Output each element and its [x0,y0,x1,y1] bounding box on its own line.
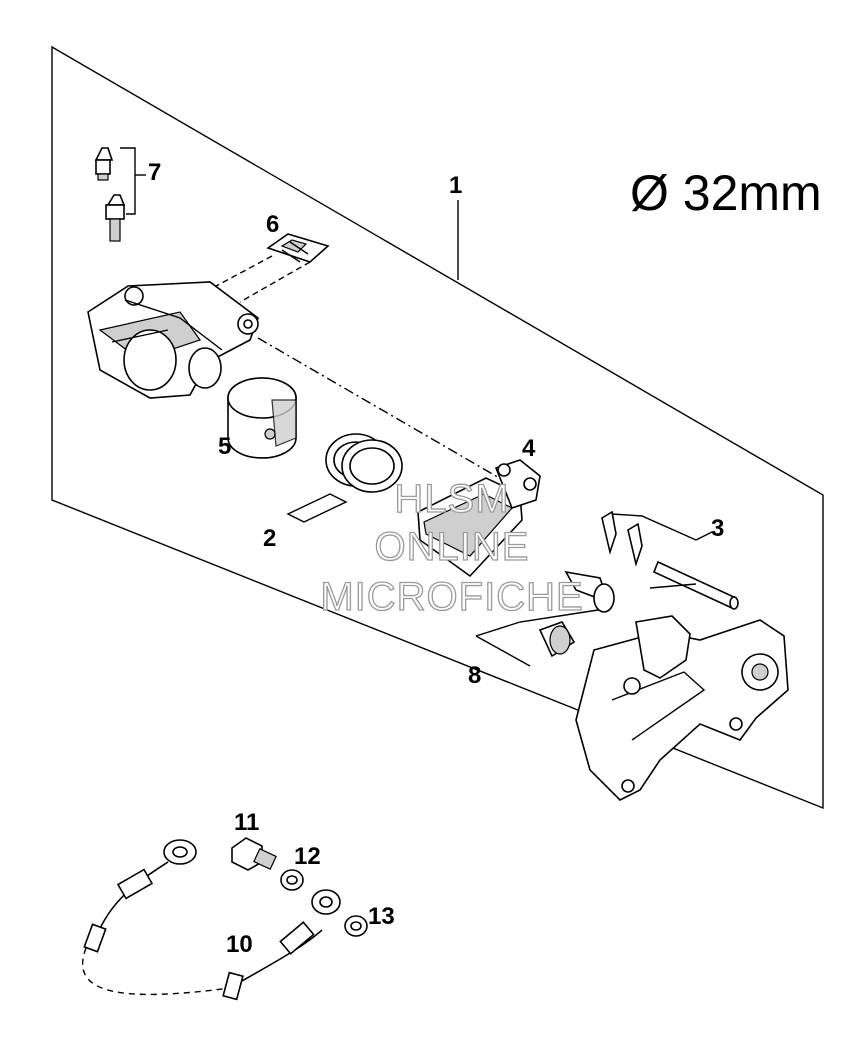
banjo-bolt [231,837,277,871]
pad-pins [601,510,739,610]
bracket-2 [286,493,348,523]
callout-13: 13 [368,903,395,930]
callout-1: 1 [449,172,462,199]
callout-11: 11 [234,809,259,836]
washer-12 [280,869,304,891]
slide-pins [475,570,615,667]
piston [227,377,297,459]
callout-2: 2 [263,525,276,552]
callout-3: 3 [711,515,724,542]
watermark-line-2: ONLINE [375,525,530,569]
callout-5: 5 [218,433,231,460]
dimension-label: Ø 32mm [630,165,822,221]
watermark-line-1: HLSM [394,477,509,521]
brake-hose [81,839,341,1001]
callout-4: 4 [522,435,536,462]
bleeder-screws [94,147,146,242]
assembly-boundary [51,45,824,810]
washer-13 [344,915,368,937]
callout-8: 8 [468,662,481,689]
watermark-line-3: MICROFICHE [320,575,583,619]
callout-12: 12 [294,843,321,870]
dash-6b [239,261,311,303]
piston-seals [325,433,403,493]
callout-7: 7 [148,159,161,186]
retaining-plate [266,233,330,263]
brake-pads [417,459,541,578]
callout-6: 6 [266,211,279,238]
caliper-bracket [575,615,789,801]
callout-10: 10 [226,931,253,958]
caliper-body [87,281,259,399]
